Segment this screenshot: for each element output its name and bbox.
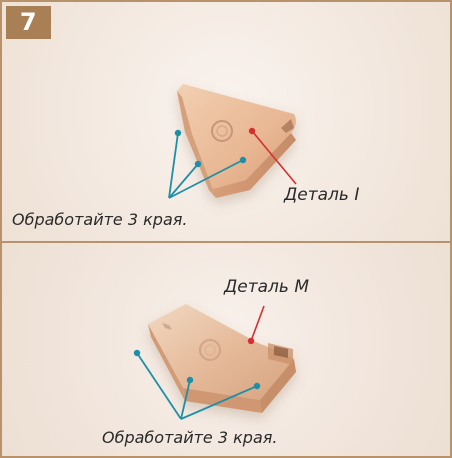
part-m-edge-dot-3: [253, 382, 261, 390]
part-i-label-pointer: [251, 130, 297, 185]
step-number-badge: 7: [6, 6, 51, 39]
part-i-top-face: [177, 84, 296, 190]
part-m-label-dot: [247, 337, 255, 345]
part-m-right-side: [260, 359, 296, 413]
part-i-left-edge: [177, 91, 216, 198]
part-m-top-face: [148, 304, 294, 400]
part-i-callouts: [168, 127, 297, 199]
part-i-side-face: [209, 133, 296, 198]
part-i-label-dot: [248, 127, 256, 135]
part-m-label-pointer: [250, 305, 265, 342]
bottom-process-instruction: Обработайте 3 края.: [102, 428, 278, 447]
part-i-edge-dot-1: [174, 129, 182, 137]
part-m-left-side: [148, 324, 185, 401]
part-m-callouts: [133, 305, 265, 420]
part-m-wood-piece: [148, 304, 296, 413]
part-i-label: Деталь I: [284, 185, 360, 205]
part-i-edge-dot-3: [239, 156, 247, 164]
part-m-hole: [199, 339, 221, 361]
part-i-edge-dot-2: [194, 160, 202, 168]
part-i-hole: [211, 120, 233, 142]
part-m-edge-dot-1: [133, 349, 141, 357]
part-m-edge-dot-2: [186, 376, 194, 384]
top-process-instruction: Обработайте 3 края.: [12, 210, 188, 229]
part-i-wood-piece: [177, 84, 296, 198]
part-m-label: Деталь M: [224, 277, 310, 297]
